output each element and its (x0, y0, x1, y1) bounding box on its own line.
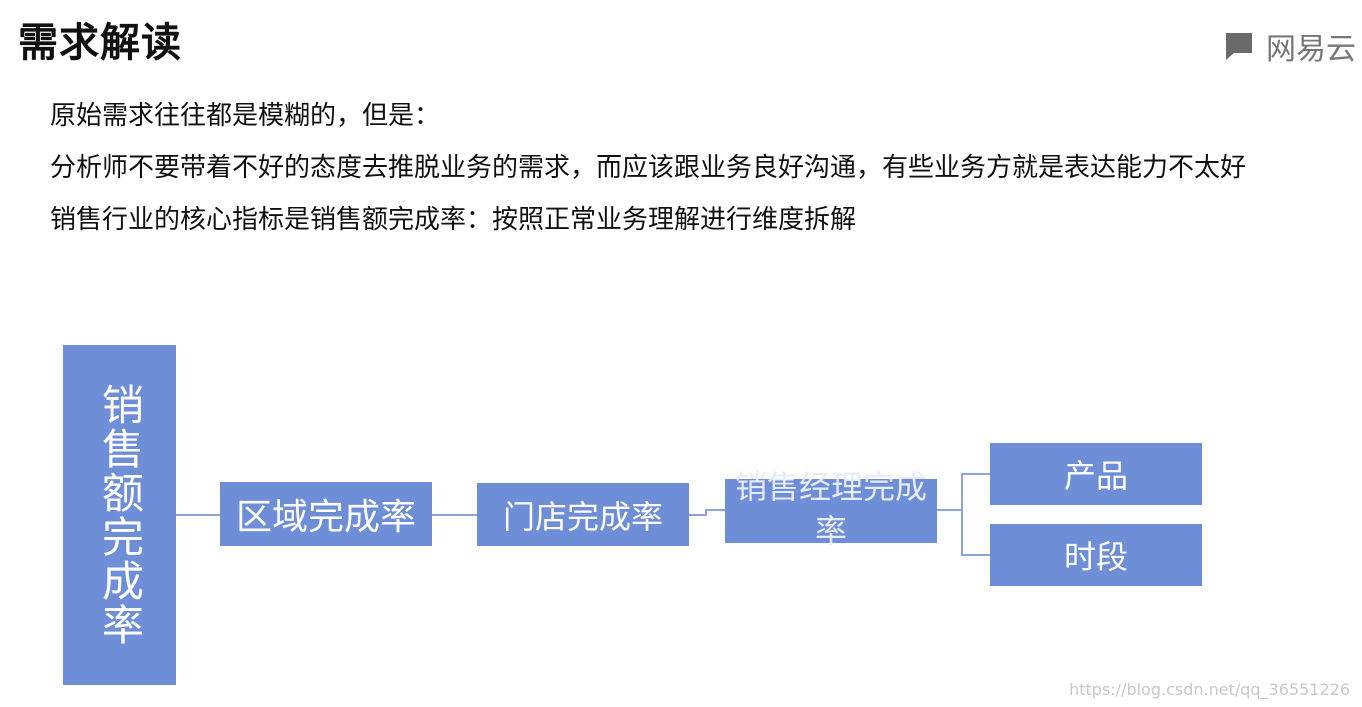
node-product-label: 产品 (1063, 457, 1128, 495)
node-region-completion-rate-label: 区域完成率 (235, 497, 416, 538)
description-line-1: 原始需求往往都是模糊的，但是： (50, 101, 441, 131)
node-manager-completion-rate-label: 销售经理完成率 (734, 468, 927, 550)
brand-name: 网易云 (1266, 32, 1356, 67)
connector-branch-period (961, 510, 990, 556)
connector-branch-product (961, 473, 990, 510)
node-store-completion-rate: 门店完成率 (477, 483, 689, 546)
node-time-period: 时段 (990, 524, 1202, 586)
node-sales-completion-rate: 销售额完成率 (63, 345, 176, 685)
description-line-3: 销售行业的核心指标是销售额完成率：按照正常业务理解进行维度拆解 (50, 205, 857, 235)
netease-cloud-logo-icon (1226, 33, 1252, 60)
node-sales-completion-rate-label: 销售额完成率 (95, 383, 145, 647)
node-time-period-label: 时段 (1063, 538, 1128, 576)
source-watermark: https://blog.csdn.net/qq_36551226 (1069, 680, 1350, 699)
description-line-2: 分析师不要带着不好的态度去推脱业务的需求，而应该跟业务良好沟通，有些业务方就是表… (50, 153, 1247, 183)
page-title: 需求解读 (18, 20, 182, 66)
node-product: 产品 (990, 443, 1202, 505)
node-store-completion-rate-label: 门店完成率 (502, 497, 663, 536)
node-region-completion-rate: 区域完成率 (220, 482, 432, 546)
connector-store-manager (689, 509, 725, 516)
brand-logo: 网易云 (1220, 24, 1356, 68)
node-manager-completion-rate: 销售经理完成率 (725, 468, 937, 550)
description-text: 原始需求往往都是模糊的，但是： 分析师不要带着不好的态度去推脱业务的需求，而应该… (50, 90, 1350, 246)
